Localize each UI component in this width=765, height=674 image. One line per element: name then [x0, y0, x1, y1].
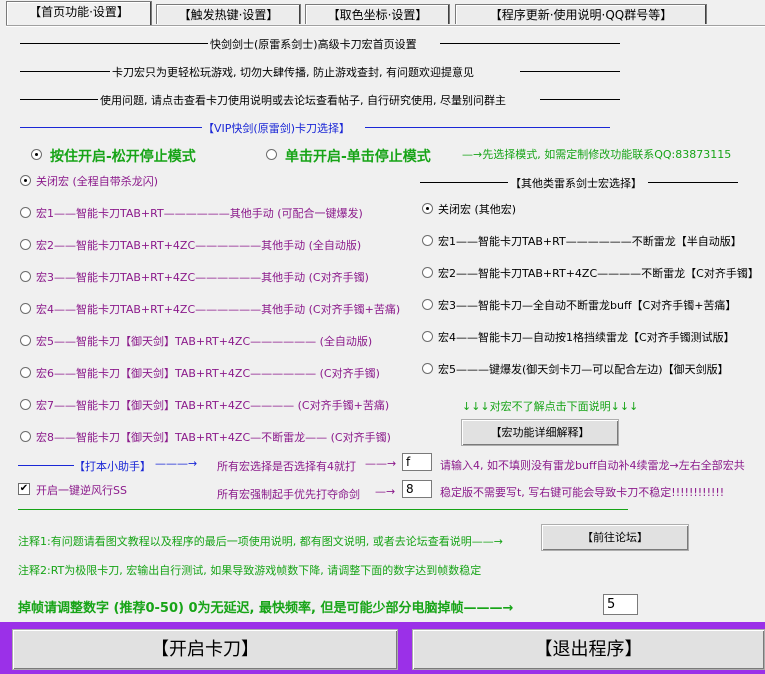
frame-delay-input[interactable]: 5: [603, 594, 638, 615]
macro-left-radio-7[interactable]: [20, 399, 31, 410]
select4-label: 所有宏选择是否选择有4就打: [217, 460, 356, 473]
divider: [20, 99, 98, 100]
mode-note: —→先选择模式, 如需定制修改功能联系QQ:83873115: [462, 148, 732, 161]
macro-right-radio-5[interactable]: [422, 363, 433, 374]
start-button[interactable]: 【开启卡刀】: [12, 629, 398, 670]
macro-right-radio-0[interactable]: [422, 203, 433, 214]
force-label: 所有宏强制起手优先打夺命剑: [217, 488, 360, 501]
macro-right-radio-2[interactable]: [422, 267, 433, 278]
tab-hotkey-settings[interactable]: 【触发热键·设置】: [156, 4, 301, 24]
macro-left-radio-8[interactable]: [20, 431, 31, 442]
force-note: 稳定版不需要写t, 写右键可能会导致卡刀不稳定!!!!!!!!!!!!: [440, 486, 725, 499]
vip-section-title: 【VIP快剑(原雷剑)卡刀选择】: [203, 122, 350, 135]
divider: [420, 182, 508, 183]
force-input[interactable]: 8: [402, 480, 432, 498]
macro-left-label-6[interactable]: 宏6——智能卡刀【御天剑】TAB+RT+4ZC—————— (C对齐手镯): [36, 367, 380, 380]
macro-left-label-1[interactable]: 宏1——智能卡刀TAB+RT——————其他手动 (可配合一键爆发): [36, 207, 363, 220]
mode-hold-radio[interactable]: [31, 149, 42, 160]
macro-left-label-5[interactable]: 宏5——智能卡刀【御天剑】TAB+RT+4ZC—————— (全自动版): [36, 335, 373, 348]
tab-home-settings[interactable]: 【首页功能·设置】: [6, 1, 152, 25]
macro-right-label-2[interactable]: 宏2——智能卡刀TAB+RT+4ZC————不断雷龙【C对齐手镯】: [438, 267, 759, 280]
divider: [18, 465, 74, 466]
macro-right-radio-4[interactable]: [422, 331, 433, 342]
macro-left-label-4[interactable]: 宏4——智能卡刀TAB+RT+4ZC——————其他手动 (C对齐手镯+苦痛): [36, 303, 401, 316]
divider: [365, 127, 610, 128]
macro-left-label-7[interactable]: 宏7——智能卡刀【御天剑】TAB+RT+4ZC———— (C对齐手镯+苦痛): [36, 399, 390, 412]
divider: [18, 509, 628, 510]
dodge-label[interactable]: 开启一键逆风行SS: [36, 484, 127, 497]
macro-right-label-5[interactable]: 宏5———键爆发(御天剑卡刀—可以配合左边)【御天剑版】: [438, 363, 729, 376]
macro-left-label-8[interactable]: 宏8——智能卡刀【御天剑】TAB+RT+4ZC—不断雷龙—— (C对齐手镯): [36, 431, 391, 444]
exit-button[interactable]: 【退出程序】: [412, 629, 765, 670]
divider: [440, 43, 620, 44]
dodge-checkbox[interactable]: ✔: [18, 483, 30, 495]
select4-input[interactable]: f: [402, 453, 432, 471]
divider: [20, 71, 110, 72]
macro-left-label-0[interactable]: 关闭宏 (全程自带杀龙闪): [36, 175, 159, 188]
other-section-title: 【其他类雷系剑士宏选择】: [510, 177, 642, 190]
divider: [648, 182, 738, 183]
divider: [520, 71, 620, 72]
note-1: 注释1:有问题请看图文教程以及程序的最后一项使用说明, 都有图文说明, 或者去论…: [18, 535, 503, 548]
macro-right-label-1[interactable]: 宏1——智能卡刀TAB+RT——————不断雷龙【半自动版】: [438, 235, 742, 248]
note-2: 注释2:RT为极限卡刀, 宏输出自行测试, 如果导致游戏帧数下降, 请调整下面的…: [18, 564, 482, 577]
macro-right-label-4[interactable]: 宏4——智能卡刀—自动按1格挡续雷龙【C对齐手镯测试版】: [438, 331, 735, 344]
forum-button[interactable]: 【前往论坛】: [541, 524, 689, 551]
header-usage-tip: 使用问题, 请点击查看卡刀使用说明或去论坛查看帖子, 自行研究使用, 尽量别问群…: [100, 94, 506, 107]
macro-left-radio-4[interactable]: [20, 303, 31, 314]
header-title: 快剑剑士(原雷系剑士)高级卡刀宏首页设置: [210, 38, 417, 51]
macro-right-radio-3[interactable]: [422, 299, 433, 310]
macro-right-label-0[interactable]: 关闭宏 (其他宏): [438, 203, 517, 216]
macro-right-label-3[interactable]: 宏3——智能卡刀—全自动不断雷龙buff【C对齐手镯+苦痛】: [438, 299, 737, 312]
mode-note-text: 先选择模式, 如需定制修改功能联系QQ:83873115: [482, 148, 732, 161]
macro-left-radio-6[interactable]: [20, 367, 31, 378]
select4-note: 请输入4, 如不填则没有雷龙buff自动补4续雷龙→左右全部宏共: [440, 459, 745, 472]
macro-left-radio-0[interactable]: [20, 175, 31, 186]
macro-left-radio-3[interactable]: [20, 271, 31, 282]
divider: [20, 43, 208, 44]
macro-left-radio-1[interactable]: [20, 207, 31, 218]
mode-click-label[interactable]: 单击开启-单击停止模式: [285, 149, 431, 165]
macro-left-radio-2[interactable]: [20, 239, 31, 250]
assist-title: 【打本小助手】: [74, 460, 151, 473]
arrow: ———→: [155, 457, 198, 470]
macro-detail-button[interactable]: 【宏功能详细解释】: [461, 419, 619, 446]
header-notice: 卡刀宏只为更轻松玩游戏, 切勿大肆传播, 防止游戏查封, 有问题欢迎提意见: [112, 66, 474, 79]
frame-label-text: 掉帧请调整数字 (推荐0-50) 0为无延迟, 最快频率, 但是可能少部分电脑掉…: [18, 601, 503, 616]
tab-color-coordinate-settings[interactable]: 【取色坐标·设置】: [305, 4, 450, 24]
note-1-text: 注释1:有问题请看图文教程以及程序的最后一项使用说明, 都有图文说明, 或者去论…: [18, 535, 472, 548]
tab-divider: [6, 25, 765, 27]
macro-right-radio-1[interactable]: [422, 235, 433, 246]
macro-left-label-2[interactable]: 宏2——智能卡刀TAB+RT+4ZC——————其他手动 (全自动版): [36, 239, 362, 252]
divider: [20, 127, 202, 128]
frame-label: 掉帧请调整数字 (推荐0-50) 0为无延迟, 最快频率, 但是可能少部分电脑掉…: [18, 601, 514, 616]
tab-update-help-qq[interactable]: 【程序更新·使用说明·QQ群号等】: [455, 4, 707, 24]
arrow: —→: [375, 485, 396, 498]
explain-hint: ↓↓↓对宏不了解点击下面说明↓↓↓: [462, 400, 639, 413]
divider: [540, 99, 620, 100]
macro-left-radio-5[interactable]: [20, 335, 31, 346]
macro-left-label-3[interactable]: 宏3——智能卡刀TAB+RT+4ZC——————其他手动 (C对齐手镯): [36, 271, 369, 284]
mode-click-radio[interactable]: [266, 149, 277, 160]
arrow: ——→: [365, 457, 397, 470]
mode-hold-label[interactable]: 按住开启-松开停止模式: [50, 149, 196, 165]
